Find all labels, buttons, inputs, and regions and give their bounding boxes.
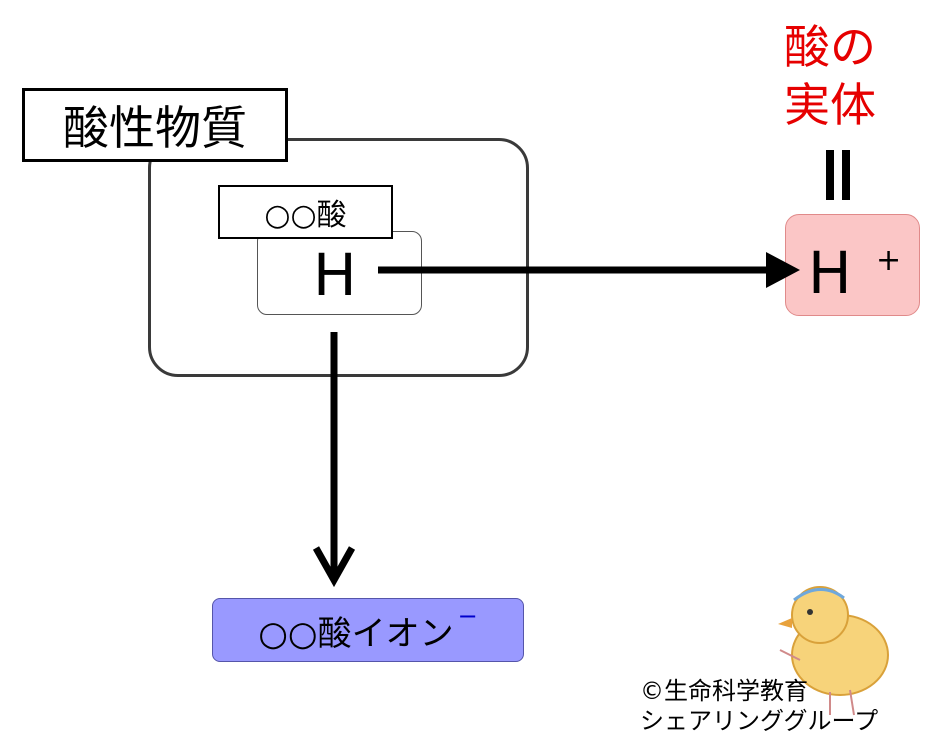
credit-line1: ©生命科学教育 — [640, 677, 808, 705]
arrow-to-acid-ion-head — [312, 546, 356, 588]
hydrogen-ion-text: H — [808, 239, 852, 307]
acidic-substance-text: 酸性物質 — [63, 101, 247, 155]
hydrogen-ion-box — [785, 214, 920, 316]
acid-name-label: ○○酸 — [218, 185, 393, 239]
acidic-substance-label: 酸性物質 — [22, 88, 288, 162]
hydrogen-atom-text: H — [313, 241, 357, 309]
credit-text: ©生命科学教育 シェアリンググループ — [640, 676, 878, 736]
arrow-to-hydrogen-ion-head — [766, 252, 800, 288]
acid-name-text: ○○酸 — [264, 198, 347, 233]
chick-illustration — [778, 586, 889, 716]
acid-entity-title: 酸の 実体 — [770, 18, 890, 134]
acid-ion-box: ○○酸イオン − — [212, 598, 524, 662]
acid-ion-text: ○○酸イオン — [258, 613, 454, 654]
equals-sign — [826, 150, 856, 200]
hydrogen-ion-charge: + — [876, 243, 902, 278]
acid-ion-charge: − — [457, 602, 478, 630]
acid-entity-line2: 実体 — [784, 78, 876, 132]
acid-entity-line1: 酸の — [784, 20, 876, 74]
credit-line2: シェアリンググループ — [640, 707, 879, 735]
